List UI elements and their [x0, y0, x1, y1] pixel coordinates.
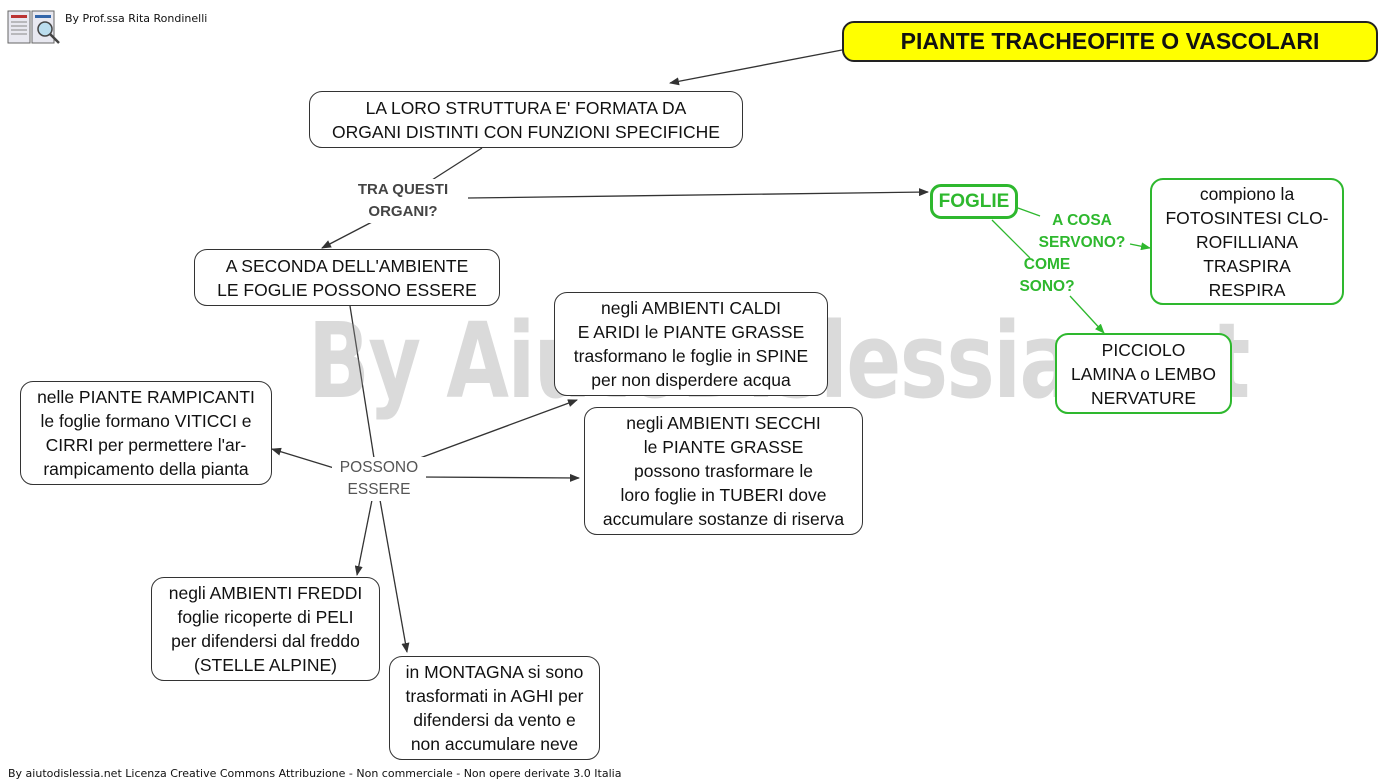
node-line: negli AMBIENTI FREDDI	[168, 583, 363, 603]
node-line: LAMINA o LEMBO	[1071, 363, 1216, 384]
node-line: CIRRI per permettere l'ar-	[45, 435, 247, 455]
line-foglie-to-a-cosa	[1017, 207, 1041, 217]
node-caldi: negli AMBIENTI CALDI E ARIDI le PIANTE G…	[554, 292, 828, 396]
node-line: LA LORO STRUTTURA E' FORMATA DA	[365, 97, 687, 118]
arrow-title-to-struttura	[669, 49, 843, 86]
arrow-organi-to-foglie	[467, 188, 929, 199]
node-line: le PIANTE GRASSE	[643, 437, 804, 457]
book-magnifier-icon	[7, 10, 60, 44]
node-secchi: negli AMBIENTI SECCHI le PIANTE GRASSE p…	[584, 407, 863, 535]
arrow-come-to-parti	[1069, 295, 1105, 334]
node-line: per difendersi dal freddo	[171, 631, 360, 651]
node-line: possono trasformare le	[634, 461, 813, 481]
link-label-line: COME	[1023, 256, 1071, 273]
node-line: E ARIDI le PIANTE GRASSE	[577, 322, 805, 342]
node-funzioni: compiono la FOTOSINTESI CLO- ROFILLIANA …	[1150, 178, 1344, 305]
node-line: non accumulare neve	[410, 734, 579, 754]
node-line: negli AMBIENTI CALDI	[601, 298, 781, 318]
arrow-possono-to-montagna	[379, 499, 410, 653]
arrow-possono-to-caldi	[419, 399, 578, 459]
node-line: accumulare sostanze di riserva	[602, 509, 845, 529]
node-line: ORGANI DISTINTI CON FUNZIONI SPECIFICHE	[332, 121, 720, 142]
line-foglie-to-come	[991, 219, 1031, 259]
node-line: PICCIOLO	[1101, 339, 1186, 360]
link-label-come-sono: COME SONO?	[1010, 254, 1084, 298]
node-line: NERVATURE	[1090, 387, 1197, 408]
node-line: negli AMBIENTI SECCHI	[626, 413, 821, 433]
node-line: trasformano le foglie in SPINE	[573, 346, 809, 366]
link-label-possono: POSSONO ESSERE	[332, 457, 426, 501]
link-label-line: ORGANI?	[368, 203, 438, 220]
node-montagna: in MONTAGNA si sono trasformati in AGHI …	[389, 656, 600, 760]
link-label-tra-questi: TRA QUESTI ORGANI?	[342, 179, 464, 223]
node-line: le foglie formano VITICCI e	[40, 411, 252, 431]
node-line: difendersi da vento e	[413, 710, 576, 730]
node-foglie: FOGLIE	[930, 184, 1018, 219]
arrow-possono-to-freddi	[354, 499, 373, 576]
node-line: nelle PIANTE RAMPICANTI	[37, 387, 255, 407]
node-line: foglie ricoperte di PELI	[177, 607, 354, 627]
license-footer: By aiutodislessia.net Licenza Creative C…	[8, 767, 622, 780]
link-label-line: POSSONO	[339, 459, 419, 476]
node-line: ROFILLIANA	[1195, 231, 1299, 252]
link-label-a-cosa: A COSA SERVONO?	[1030, 210, 1134, 254]
node-rampicanti: nelle PIANTE RAMPICANTI le foglie forman…	[20, 381, 272, 485]
node-line: FOTOSINTESI CLO-	[1165, 207, 1329, 228]
arrow-organi-to-ambiente	[321, 221, 373, 249]
node-line: RESPIRA	[1208, 279, 1286, 300]
link-label-line: SERVONO?	[1038, 234, 1126, 251]
node-ambiente: A SECONDA DELL'AMBIENTE LE FOGLIE POSSON…	[194, 249, 500, 306]
node-line: loro foglie in TUBERI dove	[620, 485, 827, 505]
line-struttura-to-organi	[431, 147, 483, 181]
node-line: per non disperdere acqua	[591, 370, 791, 390]
link-label-line: TRA QUESTI	[357, 181, 449, 198]
node-freddi: negli AMBIENTI FREDDI foglie ricoperte d…	[151, 577, 380, 681]
node-line: compiono la	[1199, 183, 1295, 204]
node-line: rampicamento della pianta	[43, 459, 249, 479]
node-struttura: LA LORO STRUTTURA E' FORMATA DA ORGANI D…	[309, 91, 743, 148]
arrow-possono-to-rampicanti	[271, 447, 335, 469]
node-line: A SECONDA DELL'AMBIENTE	[225, 255, 469, 276]
node-line: LE FOGLIE POSSONO ESSERE	[217, 279, 477, 300]
node-line: TRASPIRA	[1203, 255, 1291, 276]
link-label-line: A COSA	[1052, 212, 1112, 229]
node-line: in MONTAGNA si sono	[405, 662, 584, 682]
node-line: (STELLE ALPINE)	[194, 655, 337, 675]
arrow-a-cosa-to-funzioni	[1129, 242, 1151, 251]
author-credit: By Prof.ssa Rita Rondinelli	[65, 12, 208, 25]
link-label-line: SONO?	[1019, 278, 1075, 295]
arrow-possono-to-secchi	[419, 473, 580, 482]
node-line: trasformati in AGHI per	[405, 686, 584, 706]
map-title: PIANTE TRACHEOFITE O VASCOLARI	[842, 21, 1378, 62]
line-ambiente-to-possono	[349, 305, 375, 459]
link-label-line: ESSERE	[347, 481, 411, 498]
node-parti: PICCIOLO LAMINA o LEMBO NERVATURE	[1055, 333, 1232, 414]
